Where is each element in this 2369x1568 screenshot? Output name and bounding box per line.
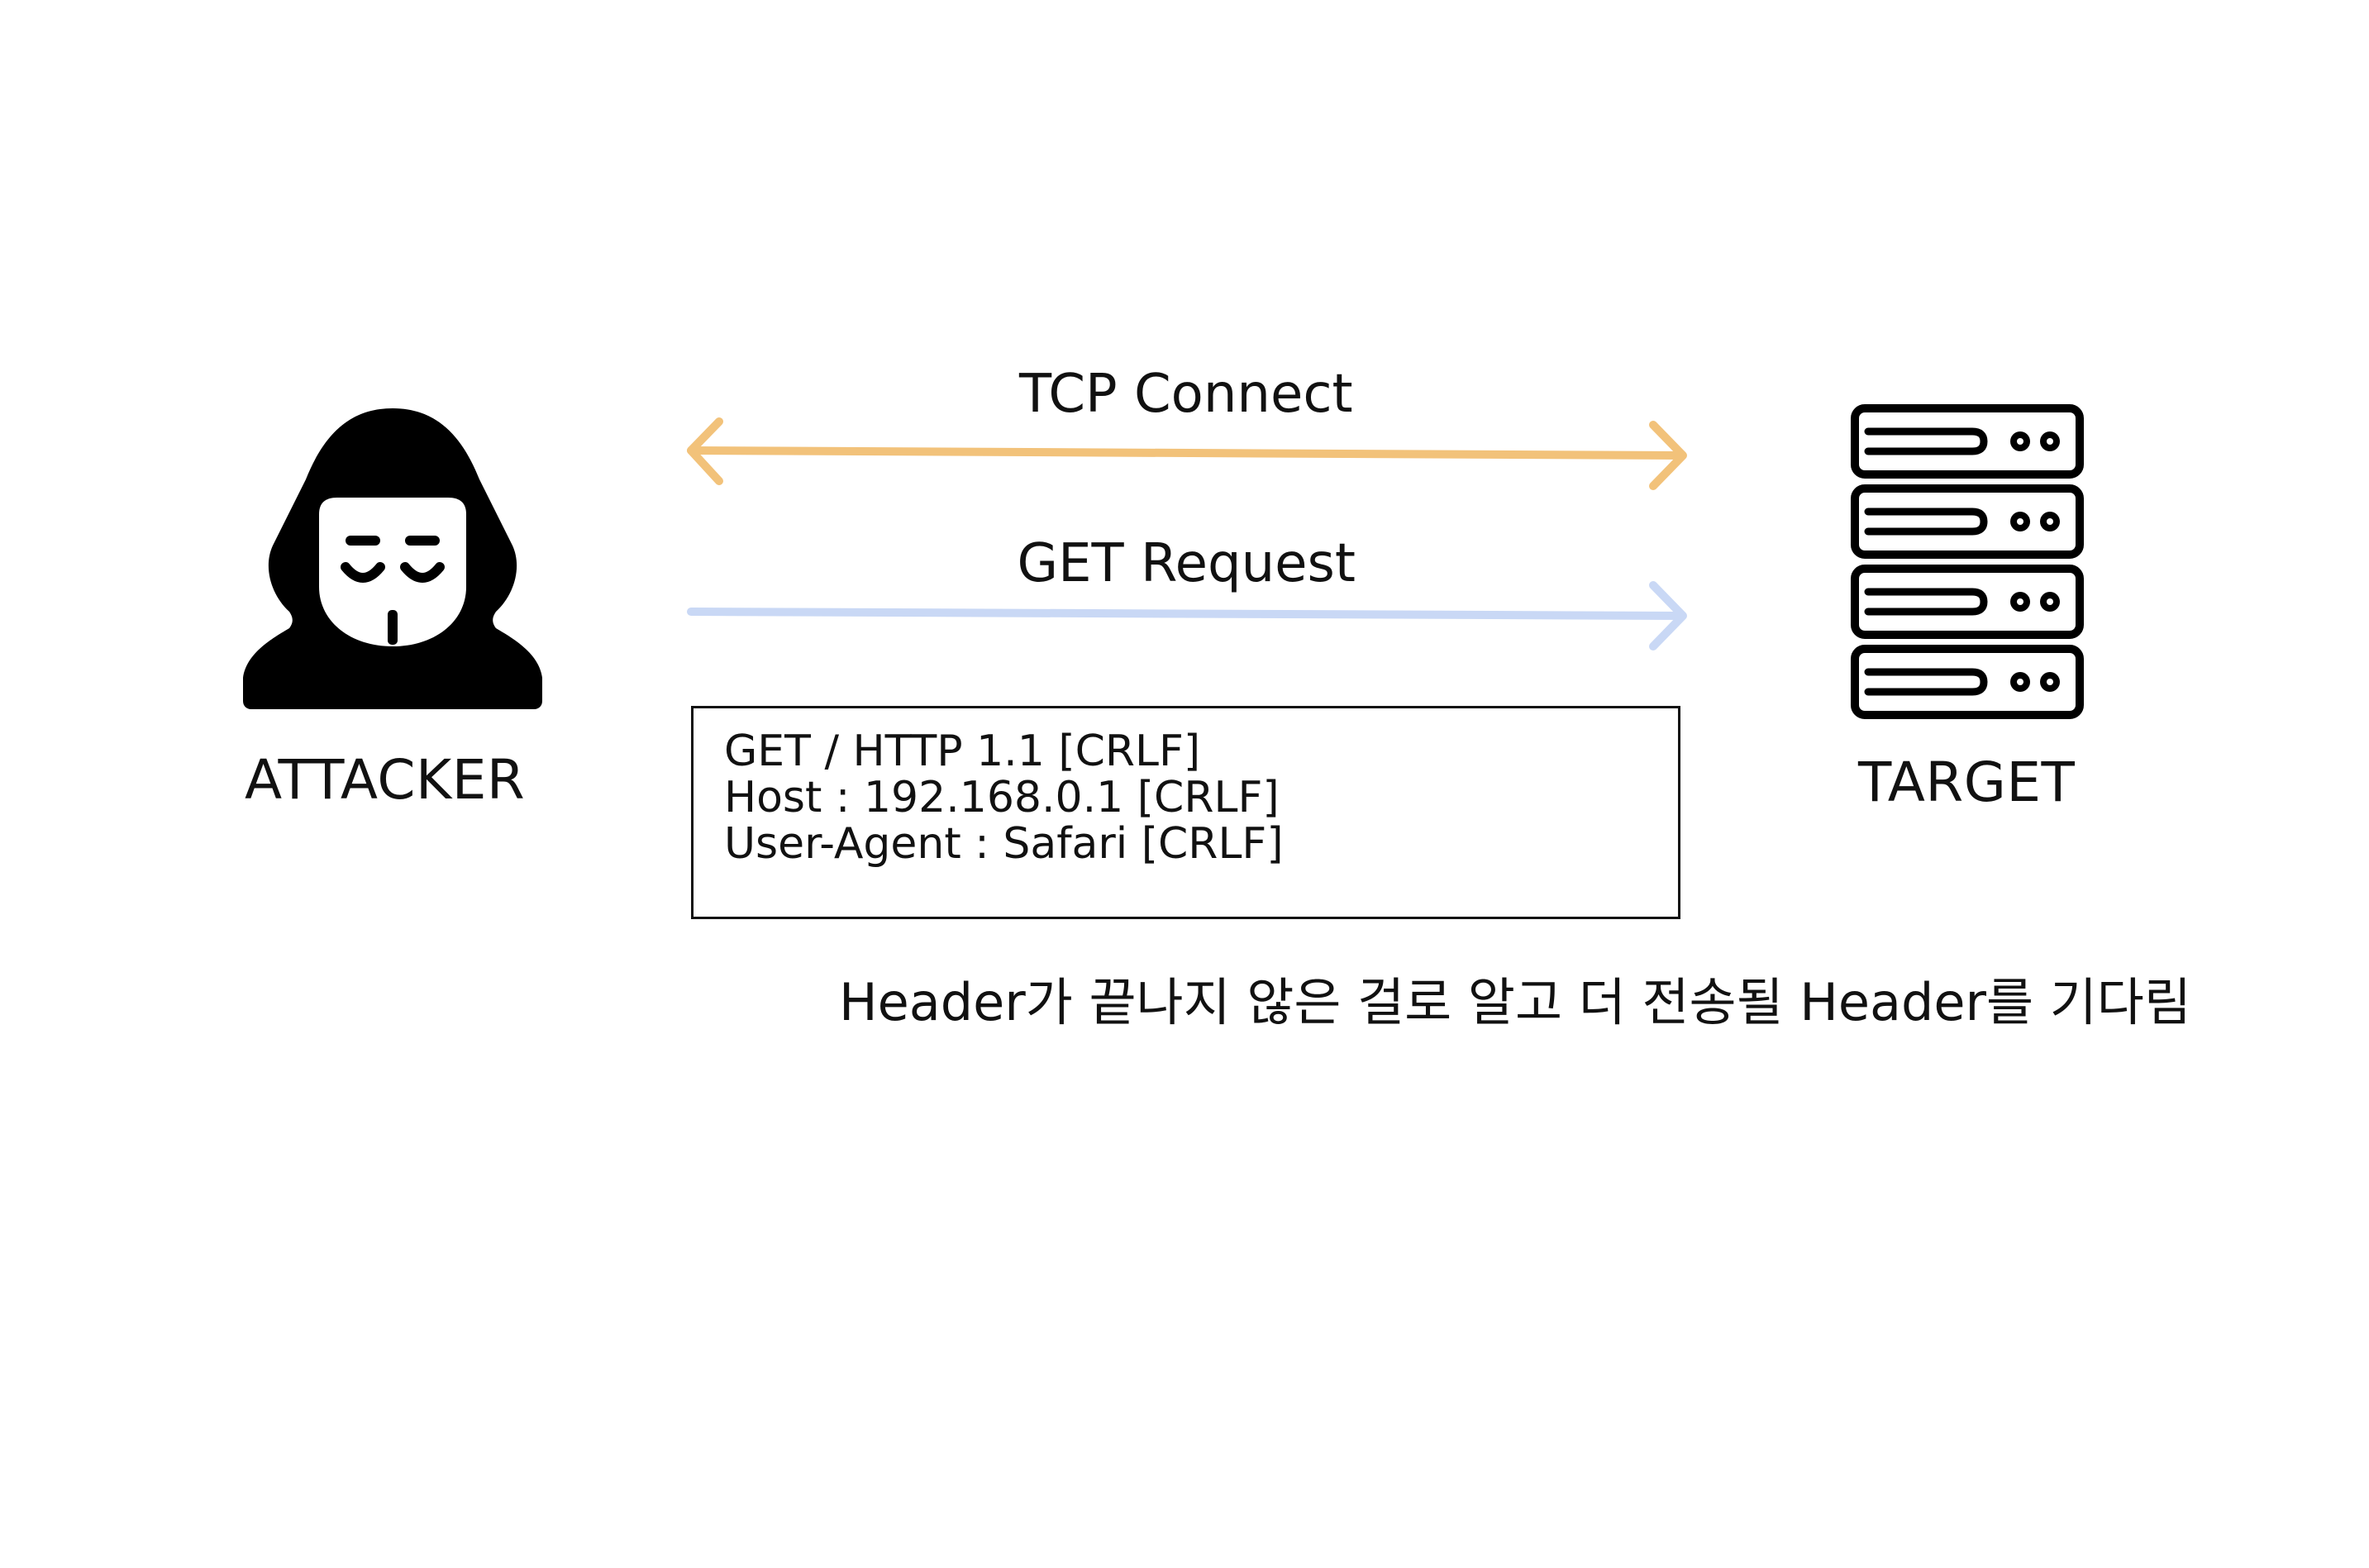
attacker-label: ATTACKER <box>245 748 526 812</box>
request-line: GET / HTTP 1.1 [CRLF] <box>724 727 1201 776</box>
request-line: Host : 192.168.0.1 [CRLF] <box>724 773 1280 822</box>
caption-text: Header가 끝나지 않은 걸로 알고 더 전송될 Header를 기다림 <box>839 972 2191 1032</box>
server-rack-icon <box>1851 404 2084 719</box>
http-request-box: GET / HTTP 1.1 [CRLF] Host : 192.168.0.1… <box>691 706 1680 919</box>
hooded-masked-hacker-icon <box>243 408 542 709</box>
get-request-arrow <box>687 581 1687 651</box>
tcp-connect-label: TCP Connect <box>1019 364 1353 425</box>
tcp-connect-arrow <box>687 417 1687 490</box>
target-label: TARGET <box>1858 751 2076 814</box>
request-line: User-Agent : Safari [CRLF] <box>724 819 1284 869</box>
get-request-label: GET Request <box>1017 533 1356 594</box>
